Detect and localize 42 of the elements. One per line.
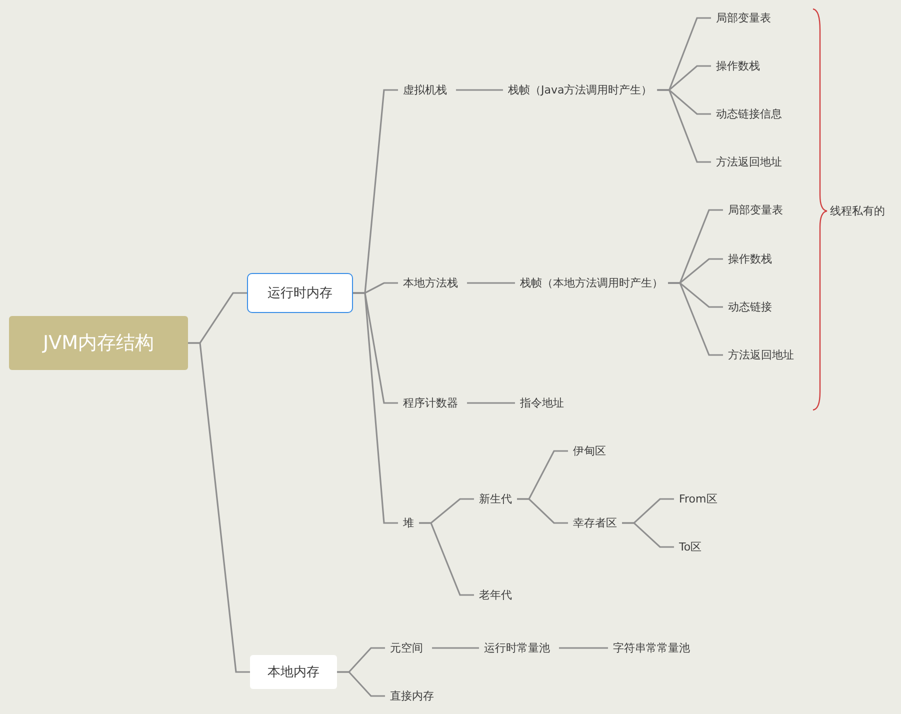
topic-text: 虚拟机栈 <box>398 80 452 100</box>
topic-text: 动态链接信息 <box>711 104 787 124</box>
connector-line <box>467 282 515 284</box>
branch-box: 本地内存 <box>250 655 337 689</box>
connector-line <box>622 522 674 548</box>
topic-text: 元空间 <box>385 638 428 658</box>
topic-text: 栈帧（本地方法调用时产生） <box>515 274 668 292</box>
topic-text: From区 <box>674 490 722 508</box>
connector-line <box>432 647 479 649</box>
connector-line <box>657 89 711 163</box>
topic-text: 老年代 <box>474 586 517 604</box>
connector-line <box>559 647 608 649</box>
topic-text: 字符串常常量池 <box>608 638 695 658</box>
topic-text: 直接内存 <box>385 686 439 706</box>
topic-text: 局部变量表 <box>711 8 776 28</box>
branch-box: 运行时内存 <box>247 273 353 313</box>
connector-line <box>456 89 503 91</box>
topic-text: 动态链接 <box>723 298 777 316</box>
connector-line <box>188 342 250 673</box>
topic-text: To区 <box>674 538 707 556</box>
connector-line <box>419 522 474 596</box>
topic-text: 新生代 <box>474 490 517 508</box>
connector-line <box>517 498 568 524</box>
connector-line <box>353 292 398 524</box>
topic-text: 栈帧（Java方法调用时产生） <box>503 80 658 100</box>
topic-text: 伊甸区 <box>568 442 611 460</box>
topic-text: 方法返回地址 <box>723 346 799 364</box>
topic-text: 局部变量表 <box>723 200 788 220</box>
topic-text: 堆 <box>398 514 419 532</box>
topic-text: 操作数栈 <box>723 250 777 268</box>
connector-line <box>467 402 515 404</box>
root-box: JVM内存结构 <box>9 316 188 370</box>
topic-text: 程序计数器 <box>398 394 463 412</box>
topic-text: 运行时常量池 <box>479 638 555 658</box>
topic-text: 指令地址 <box>515 394 569 412</box>
brace-label: 线程私有的 <box>830 204 885 218</box>
connector-line <box>337 671 385 697</box>
connector-line <box>668 282 723 356</box>
topic-text: 方法返回地址 <box>711 152 787 172</box>
topic-text: 幸存者区 <box>568 514 622 532</box>
topic-text: 操作数栈 <box>711 56 765 76</box>
topic-text: 本地方法栈 <box>398 274 463 292</box>
